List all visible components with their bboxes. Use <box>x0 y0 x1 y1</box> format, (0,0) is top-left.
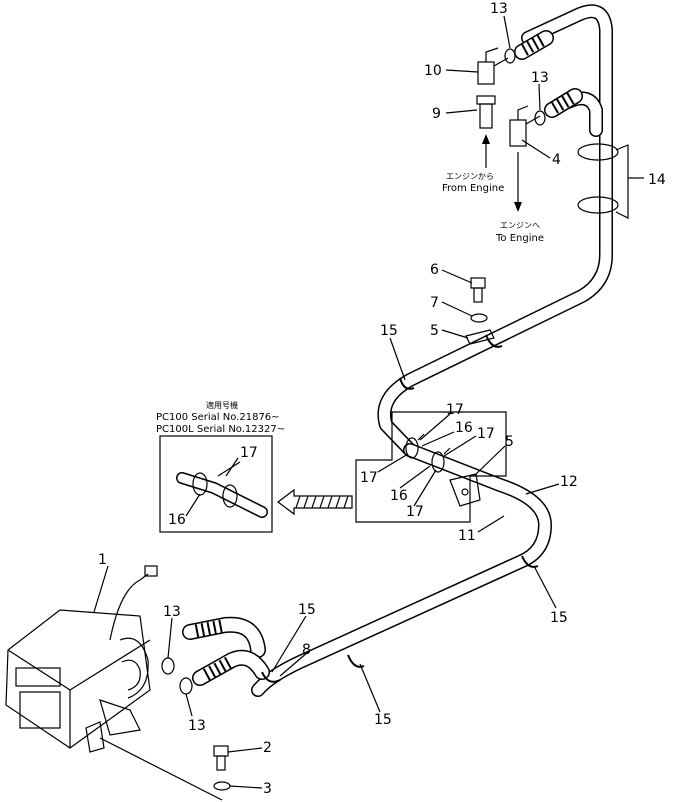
label-2: 2 <box>263 740 272 756</box>
label-15-upper: 15 <box>380 323 398 339</box>
label-5-upper: 5 <box>430 323 439 339</box>
label-13-second: 13 <box>531 70 549 86</box>
label-7: 7 <box>430 295 439 311</box>
pipe-clamps-17-16 <box>405 433 451 473</box>
label-17-a: 17 <box>446 402 464 418</box>
label-14: 14 <box>648 172 666 188</box>
label-16-a: 16 <box>455 420 473 436</box>
bracket-clamps <box>577 143 629 219</box>
nipple-9 <box>476 95 496 129</box>
washer-7 <box>470 313 488 323</box>
hatched-arrow <box>277 488 353 516</box>
label-13-heater-lower: 13 <box>188 718 206 734</box>
to-engine-arrow <box>514 152 522 212</box>
to-engine-label: To Engine <box>495 233 544 244</box>
label-13-top: 13 <box>490 1 508 17</box>
cock-10 <box>477 47 509 85</box>
label-17-b: 17 <box>477 426 495 442</box>
washers-13-lower <box>161 657 193 695</box>
label-15-hose: 15 <box>298 602 316 618</box>
label-6: 6 <box>430 262 439 278</box>
heater-pipe-lower <box>251 443 552 697</box>
label-8: 8 <box>302 642 311 658</box>
label-10: 10 <box>424 63 442 79</box>
label-15-right: 15 <box>550 610 568 626</box>
upper-hose-left <box>514 30 554 60</box>
serial-line-2: PC100L Serial No.12327~ <box>156 424 285 435</box>
detail-callout <box>355 411 507 523</box>
from-engine-arrow <box>482 134 490 168</box>
washer-3 <box>213 781 231 791</box>
clip-5-middle <box>449 473 481 507</box>
bolt-6 <box>470 277 486 303</box>
label-4: 4 <box>552 152 561 168</box>
washers-13-upper <box>504 48 546 126</box>
label-11: 11 <box>458 528 476 544</box>
upper-hose-right <box>544 88 583 118</box>
label-9: 9 <box>432 106 441 122</box>
label-12: 12 <box>560 474 578 490</box>
heater-hose-lower <box>192 649 270 686</box>
label-13-heater-upper: 13 <box>163 604 181 620</box>
bolt-2 <box>213 745 229 771</box>
clip-5-upper <box>465 329 495 345</box>
label-16-b: 16 <box>390 488 408 504</box>
serial-header-jp: 適用号機 <box>206 400 238 410</box>
serial-line-1: PC100 Serial No.21876~ <box>156 412 280 423</box>
label-16-inset: 16 <box>168 512 186 528</box>
heater-pipe-upper <box>377 4 613 457</box>
detail-inset <box>159 435 273 533</box>
label-15-lower: 15 <box>374 712 392 728</box>
label-17-d: 17 <box>406 504 424 520</box>
label-17-c: 17 <box>360 470 378 486</box>
cock-4 <box>509 105 541 147</box>
heater-mount-leader <box>99 737 223 801</box>
from-engine-label: From Engine <box>442 183 504 194</box>
to-engine-jp: エンジンへ <box>500 221 540 230</box>
leader-lines <box>93 15 644 789</box>
label-17-inset: 17 <box>240 445 258 461</box>
label-5-middle: 5 <box>505 434 514 450</box>
heater-unit <box>5 565 158 753</box>
label-1: 1 <box>98 552 107 568</box>
label-3: 3 <box>263 781 272 797</box>
clamp-bands <box>261 334 539 683</box>
heater-hose-upper <box>182 616 266 658</box>
from-engine-jp: エンジンから <box>446 172 494 181</box>
